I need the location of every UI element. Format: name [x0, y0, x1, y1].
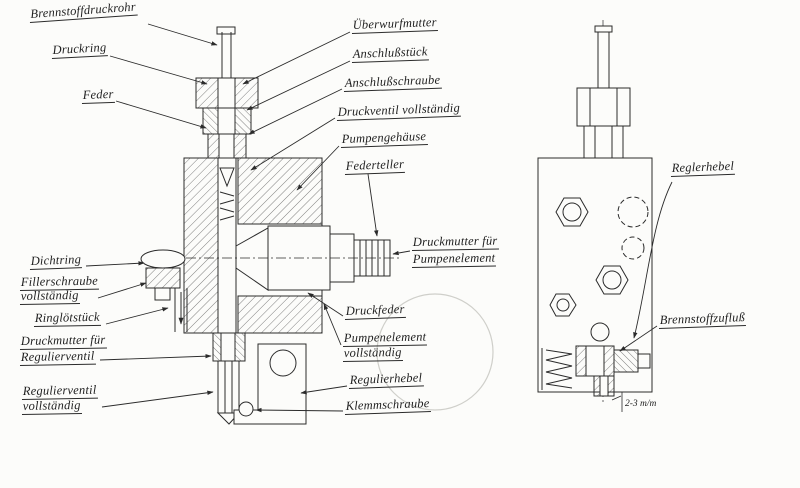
regler-lever-pivot-dashed: [617, 196, 649, 228]
label-reglerhebel: Reglerhebel: [670, 159, 736, 178]
label-regulierventil-line2: vollständig: [21, 398, 82, 416]
label-ueberwurfmutter: Überwurfmutter: [351, 15, 439, 35]
label-federteller: Federteller: [344, 157, 406, 176]
hex-bolt-lower: [549, 293, 577, 317]
label-druckmutter-pumpenelement-line1: Druckmutter für: [411, 234, 499, 252]
label-druckmutter-regulierventil-line1: Druckmutter für: [19, 333, 107, 351]
label-fillerschraube-line2: vollständig: [19, 288, 80, 306]
label-ringloetstueck: Ringlötstück: [33, 310, 101, 328]
valve-port: [590, 322, 610, 342]
clamp-screw-hole: [238, 401, 254, 417]
label-anschlussstueck: Anschlußstück: [351, 44, 429, 64]
hex-bolt-upper: [555, 197, 589, 227]
label-druckfeder: Druckfeder: [344, 302, 406, 321]
left-assembly-drawing: [140, 26, 402, 425]
label-druckmutter-regulierventil-line2: Regulierventil: [19, 349, 96, 367]
photocopy-circle-artifact: [376, 293, 494, 411]
label-dimension-note: 2-3 m/m: [625, 399, 657, 409]
right-assembly-drawing: [537, 20, 653, 412]
label-klemmschraube: Klemmschraube: [344, 396, 431, 416]
label-pumpengehaeuse: Pumpengehäuse: [340, 129, 428, 149]
label-regulierhebel: Regulierhebel: [348, 370, 424, 390]
label-druckmutter-pumpenelement-line2: Pumpenelement: [411, 251, 497, 269]
label-dichtring: Dichtring: [29, 252, 83, 271]
label-brennstoffzufluss: Brennstoffzufluß: [658, 310, 747, 330]
pump-element-cone: [235, 227, 269, 291]
regulating-valve-stem: [217, 360, 240, 414]
filler-screw-handle: [140, 249, 186, 269]
hex-fitting: [576, 87, 631, 127]
pipe-cap: [216, 26, 236, 35]
label-druckring: Druckring: [51, 40, 108, 60]
label-feder: Feder: [81, 87, 115, 105]
leader-lines: [85, 23, 673, 413]
spring-coil: [545, 349, 573, 389]
label-pumpenelement-line2: vollständig: [342, 345, 403, 363]
hex-bolt-middle: [595, 265, 629, 295]
